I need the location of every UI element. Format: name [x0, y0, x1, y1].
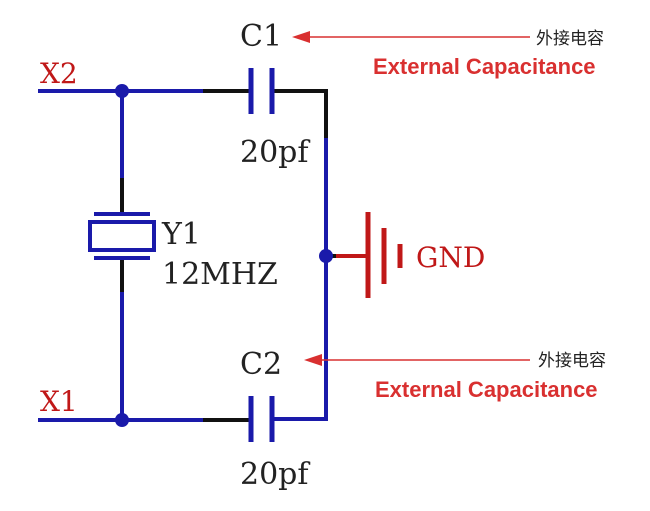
- junctions: [115, 84, 333, 427]
- gnd-net-label: GND: [416, 241, 485, 274]
- wires: [38, 89, 368, 422]
- c2-reference-label: C2: [240, 347, 282, 382]
- ground-icon: [365, 212, 403, 298]
- bottom-annotation-chinese: 外接电容: [538, 351, 606, 371]
- c2-value-label: 20pf: [240, 457, 310, 492]
- junction-gnd: [319, 249, 333, 263]
- junction-x2: [115, 84, 129, 98]
- crystal-y1-symbol: [88, 212, 156, 260]
- x2-net-label: X2: [40, 57, 78, 90]
- c1-reference-label: C1: [240, 19, 282, 54]
- bottom-annotation-arrowhead: [304, 354, 322, 366]
- capacitor-c1-symbol: [248, 68, 275, 114]
- capacitor-c2-symbol: [248, 396, 275, 442]
- bottom-annotation: 外接电容 External Capacitance: [304, 351, 606, 402]
- y1-value-label: 12MHZ: [162, 257, 278, 292]
- x1-net-label: X1: [40, 385, 78, 418]
- top-annotation: 外接电容 External Capacitance: [292, 29, 604, 79]
- top-annotation-chinese: 外接电容: [536, 29, 604, 49]
- bottom-annotation-english: External Capacitance: [375, 377, 598, 402]
- junction-x1: [115, 413, 129, 427]
- c1-value-label: 20pf: [240, 135, 310, 170]
- crystal-body: [88, 220, 156, 252]
- top-annotation-english: External Capacitance: [373, 54, 596, 79]
- top-annotation-arrowhead: [292, 31, 310, 43]
- y1-reference-label: Y1: [161, 217, 201, 252]
